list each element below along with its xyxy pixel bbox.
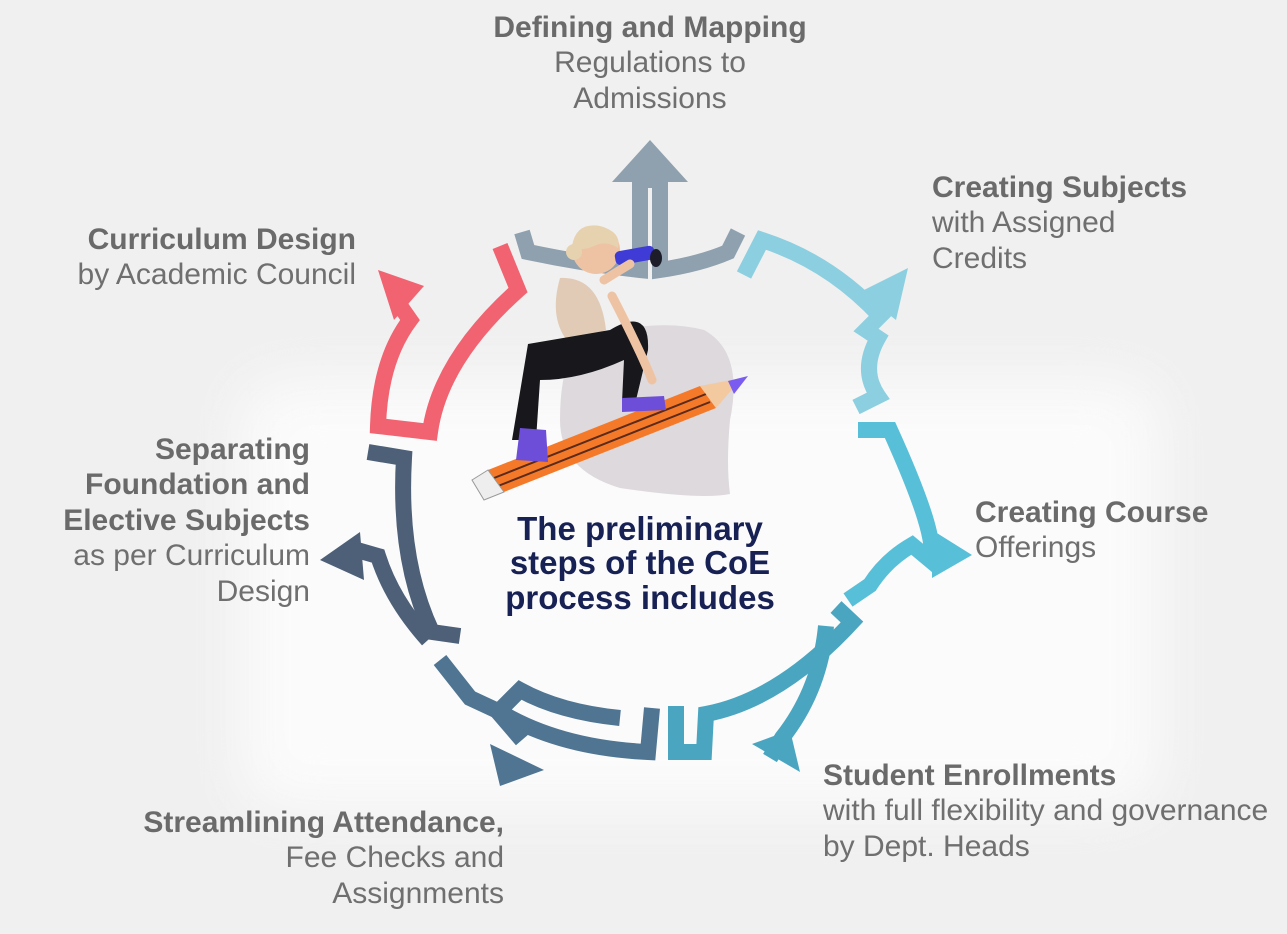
step-text-enrollments: with full flexibility and governance by …	[823, 794, 1269, 863]
step-arrowhead-subjects	[860, 268, 908, 320]
pencil-icon	[471, 376, 748, 501]
step-arrow-defining	[514, 172, 746, 280]
step-text-attendance: Fee Checks and Assignments	[285, 841, 504, 910]
step-arrowhead-curriculum	[378, 270, 424, 320]
step-title-enrollments: Student Enrollments	[823, 759, 1117, 792]
step-arrow-course	[843, 422, 940, 607]
step-arrow-enrollments	[668, 601, 864, 760]
person-with-telescope-illustration	[512, 225, 666, 462]
step-text-separating: as per Curriculum Design	[73, 539, 310, 608]
step-arrowhead-separating	[320, 532, 364, 580]
step-label-course: Creating Course Offerings	[975, 495, 1275, 566]
step-label-attendance: Streamlining Attendance, Fee Checks and …	[60, 805, 504, 911]
step-label-curriculum: Curriculum Design by Academic Council	[4, 222, 356, 293]
step-text-curriculum: by Academic Council	[77, 258, 356, 292]
step-title-subjects: Creating Subjects	[932, 171, 1188, 204]
step-label-defining: Defining and Mapping Regulations to Admi…	[448, 10, 852, 116]
step-arrow-curriculum	[369, 242, 528, 441]
step-arrowhead-course	[932, 530, 972, 578]
step-label-enrollments: Student Enrollments with full flexibilit…	[823, 758, 1283, 864]
step-title-curriculum: Curriculum Design	[87, 223, 356, 256]
step-arrowhead-defining	[612, 140, 688, 182]
step-label-subjects: Creating Subjects with Assigned Credits	[932, 170, 1242, 276]
step-text-defining: Regulations to Admissions	[554, 46, 746, 115]
step-title-course: Creating Course	[975, 496, 1209, 529]
step-text-course: Offerings	[975, 531, 1097, 565]
step-arrowhead-attendance	[490, 744, 544, 786]
step-arrow-separating-tail	[347, 540, 434, 646]
step-text-subjects: with Assigned Credits	[932, 206, 1116, 275]
step-arrow-separating	[366, 444, 462, 644]
step-title-defining: Defining and Mapping	[493, 11, 807, 44]
step-arrow-attendance-tail	[487, 680, 621, 746]
step-arrowhead-enrollments	[752, 730, 800, 772]
step-arrow-subjects	[736, 230, 892, 415]
center-title: The preliminary steps of the CoE process…	[505, 510, 775, 616]
step-title-attendance: Streamlining Attendance,	[143, 806, 504, 839]
step-label-separating: Separating Foundation and Elective Subje…	[6, 432, 310, 609]
step-title-separating: Separating Foundation and Elective Subje…	[63, 433, 310, 537]
